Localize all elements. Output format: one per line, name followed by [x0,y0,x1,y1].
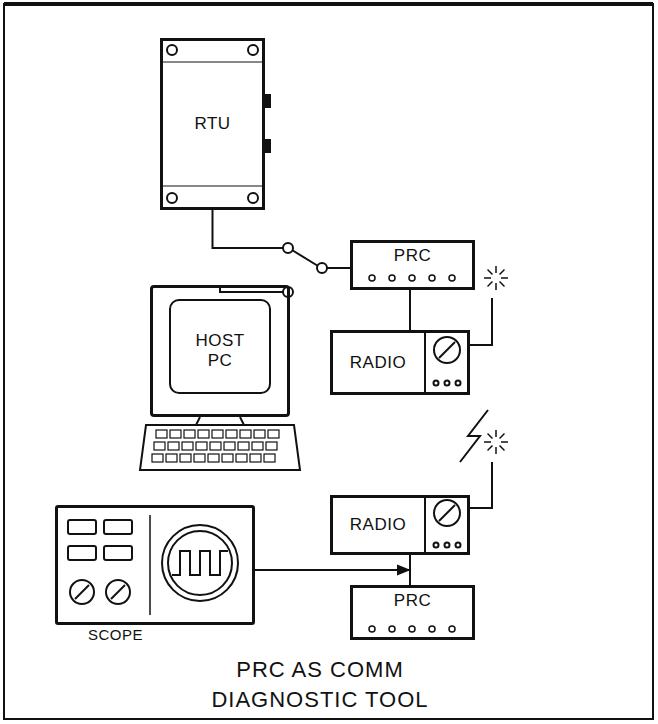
prc-indicators [369,275,455,632]
antenna-burst [484,266,508,454]
connector [255,570,410,585]
radio-details [425,298,492,555]
node-label: PRC [392,591,433,611]
frame-top [4,2,653,6]
prc-box: PRC [350,240,475,290]
node-label: SCOPE [86,626,145,643]
connector [255,555,410,570]
node-label: HOST PC [188,331,252,370]
radio-link [460,410,488,462]
host-pc-monitor: HOST PC [150,285,290,417]
node-label: RTU [192,114,232,134]
node-label: RADIO [348,515,408,535]
radio-box: RADIO [330,495,470,555]
frame [4,4,653,719]
prc-box: PRC [350,585,475,640]
rtu-details [162,45,270,203]
scope-details [68,515,238,615]
connector [213,210,351,268]
caption: PRC AS COMM DIAGNOSTIC TOOL [170,655,470,714]
connector [409,290,411,330]
rtu-box: RTU [160,38,265,210]
radio-box: RADIO [330,330,470,395]
keyboard [140,417,300,470]
probe-tip [398,566,408,574]
node-label: PRC [392,246,433,266]
oscilloscope: SCOPE [55,505,255,625]
node-label: RADIO [348,353,408,373]
